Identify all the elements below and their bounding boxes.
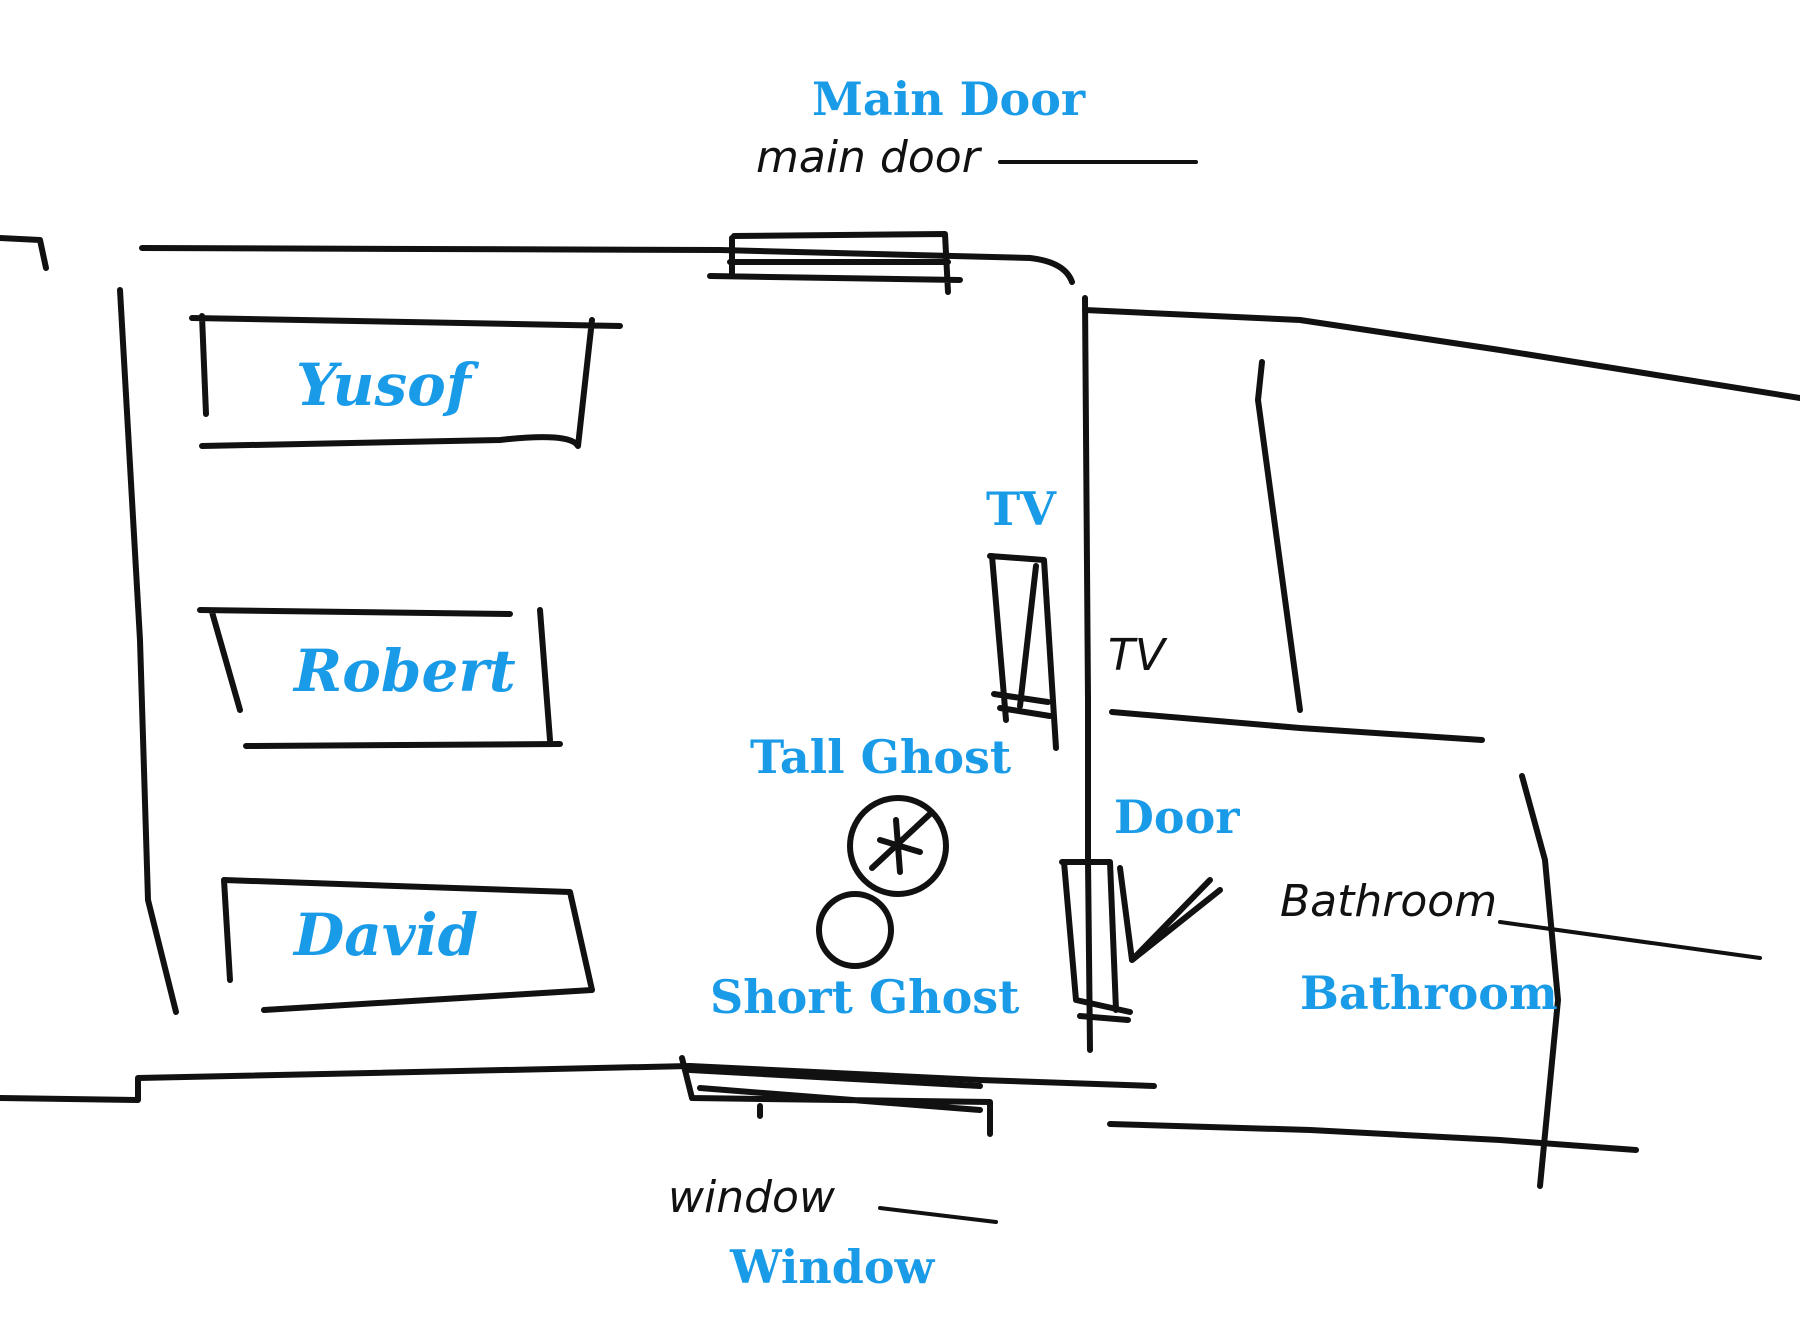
bed-1-name: Yusof bbox=[296, 351, 471, 419]
bed-1-frame bbox=[189, 313, 623, 449]
bed-2-name: Robert bbox=[294, 637, 516, 705]
bed-2-frame bbox=[197, 607, 563, 749]
middle-wall bbox=[1082, 295, 1093, 1053]
handwriting-bathroom-tail bbox=[1498, 920, 1762, 960]
right-room-inner-wall bbox=[1255, 359, 1303, 713]
handwriting-window: window bbox=[668, 1172, 836, 1223]
handwriting-tv: TV bbox=[1108, 630, 1168, 681]
left-inner-wall bbox=[117, 287, 179, 1015]
handwriting-window-tail bbox=[878, 1206, 998, 1224]
label-window: Window bbox=[730, 1240, 935, 1294]
top-wall bbox=[139, 245, 1075, 285]
left-wall-stub bbox=[0, 235, 49, 271]
bottom-wall-right bbox=[1107, 1121, 1639, 1153]
label-door: Door bbox=[1114, 790, 1240, 844]
tall-ghost-mark bbox=[869, 811, 933, 875]
bed-3-frame bbox=[221, 877, 595, 1013]
window-frame bbox=[679, 1055, 993, 1137]
handwriting-bathroom: Bathroom bbox=[1280, 876, 1497, 927]
handwriting-main-door: main door bbox=[756, 132, 983, 183]
right-room-top-wall bbox=[1082, 307, 1800, 401]
short-ghost-head bbox=[816, 891, 894, 969]
tv-stand bbox=[987, 553, 1059, 751]
bottom-wall bbox=[0, 1063, 1157, 1103]
label-short-ghost: Short Ghost bbox=[710, 970, 1020, 1024]
main-door-frame bbox=[707, 231, 963, 295]
bathroom-door bbox=[1059, 859, 1223, 1023]
label-main-door: Main Door bbox=[812, 72, 1086, 126]
label-bathroom: Bathroom bbox=[1300, 966, 1558, 1020]
label-tv: TV bbox=[986, 482, 1056, 536]
bed-3-name: David bbox=[294, 901, 479, 969]
tall-ghost-head bbox=[847, 795, 949, 897]
label-tall-ghost: Tall Ghost bbox=[750, 730, 1012, 784]
right-room-floor-line bbox=[1109, 709, 1485, 743]
